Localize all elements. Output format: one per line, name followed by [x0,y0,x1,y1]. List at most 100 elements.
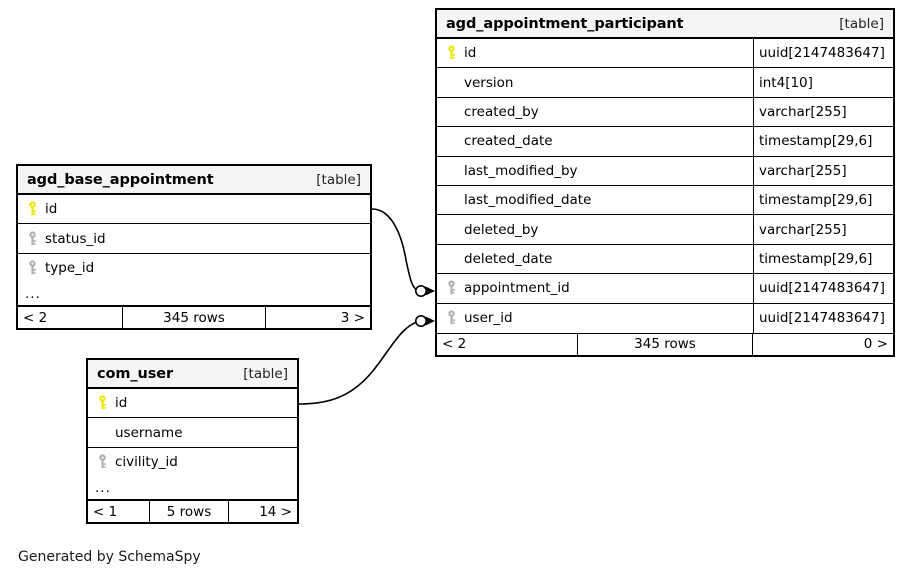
footer-prev-link[interactable]: < 2 [442,336,467,353]
column-name: last_modified_by [464,162,578,179]
column-name-cell: deleted_date [437,251,753,267]
column-name-cell: user_id [437,310,753,326]
generator-caption: Generated by SchemaSpy [18,549,201,565]
column-name-cell: appointment_id [437,280,753,296]
relationship-endpoint-circle-user-id [414,314,427,327]
table-header: agd_appointment_participant [table] [437,10,893,39]
column-name-cell: created_by [437,104,753,120]
er-table-agd-appointment-participant[interactable]: agd_appointment_participant [table] id uu… [435,8,895,357]
column-name-cell: type_id [18,260,370,276]
table-column-row[interactable]: version int4[10] [437,68,893,98]
column-name: created_by [464,103,539,120]
column-type-cell: timestamp[29,6] [753,185,893,215]
column-name: deleted_date [464,250,553,267]
footer-next-link[interactable]: 0 > [863,336,888,353]
column-name: status_id [45,230,106,247]
table-column-row[interactable]: id [18,195,370,225]
footer-row-count: 345 rows [122,307,266,329]
relationship-arrow-appointment-id [425,286,435,296]
column-name-cell: status_id [18,231,370,247]
table-title: agd_appointment_participant [446,15,684,32]
table-type-tag: [table] [243,365,288,382]
er-table-com-user[interactable]: com_user [table] id username civility_id .… [86,358,299,525]
column-name-cell: username [88,425,297,441]
column-type-cell: uuid[2147483647] [753,303,893,333]
foreign-key-icon [26,260,39,276]
column-name: id [115,395,128,412]
primary-key-icon [445,45,458,61]
column-name-cell: civility_id [88,454,297,470]
relationship-arrow-user-id [425,316,435,326]
column-name: type_id [45,260,95,277]
table-title: agd_base_appointment [27,171,214,188]
foreign-key-icon [445,310,458,326]
column-type-cell: timestamp[29,6] [753,127,893,156]
column-name-cell: last_modified_date [437,192,753,208]
table-footer: < 2 345 rows 0 > [437,332,893,355]
table-columns: id status_id type_id [18,195,370,283]
column-type-cell: timestamp[29,6] [753,244,893,274]
primary-key-icon [26,201,39,217]
column-name-cell: created_date [437,133,753,149]
column-type-cell: varchar[255] [753,156,893,185]
table-columns: id username civility_id [88,389,297,477]
table-column-row[interactable]: username [88,418,297,448]
footer-prev-link[interactable]: < 2 [23,309,48,326]
table-column-row[interactable]: id [88,389,297,419]
er-table-agd-base-appointment[interactable]: agd_base_appointment [table] id status_id… [16,164,372,331]
column-name: user_id [464,310,513,327]
foreign-key-icon [96,454,109,470]
table-header: com_user [table] [88,360,297,389]
foreign-key-icon [26,230,39,247]
column-type-cell: varchar[255] [753,97,893,127]
table-footer: < 2 345 rows 3 > [18,306,370,329]
column-name: username [115,424,183,441]
foreign-key-icon [445,280,458,296]
column-name-cell: deleted_by [437,222,753,238]
column-name: deleted_by [464,221,539,238]
table-truncated-indicator: ... [88,477,297,501]
table-column-row[interactable]: last_modified_date timestamp[29,6] [437,185,893,216]
footer-next-link[interactable]: 14 > [259,503,292,520]
table-column-row[interactable]: user_id uuid[2147483647] [437,303,893,333]
table-column-row[interactable]: deleted_by varchar[255] [437,215,893,245]
footer-prev-link[interactable]: < 1 [93,503,118,520]
primary-key-icon [96,395,109,411]
column-name: version [464,74,514,91]
column-type-cell: varchar[255] [753,215,893,244]
table-title: com_user [97,365,174,382]
table-column-row[interactable]: created_by varchar[255] [437,97,893,128]
column-name-cell: id [18,201,370,217]
column-name-cell: id [437,45,753,61]
column-name: civility_id [115,454,178,471]
footer-row-count: 5 rows [149,501,229,523]
table-column-row[interactable]: last_modified_by varchar[255] [437,156,893,186]
column-name: id [464,45,477,62]
column-name: id [45,201,58,218]
column-type-cell: uuid[2147483647] [753,274,893,303]
table-column-row[interactable]: created_date timestamp[29,6] [437,127,893,157]
column-name: last_modified_date [464,192,592,209]
table-header: agd_base_appointment [table] [18,166,370,195]
table-column-row[interactable]: status_id [18,224,370,254]
relationship-line-appointment-id [371,208,419,292]
column-name: created_date [464,133,553,150]
footer-next-link[interactable]: 3 > [340,309,365,326]
footer-row-count: 345 rows [577,333,753,355]
column-type-cell: int4[10] [753,68,893,97]
column-name-cell: last_modified_by [437,163,753,179]
column-name-cell: id [88,395,297,411]
table-footer: < 1 5 rows 14 > [88,500,297,523]
table-truncated-indicator: ... [18,283,370,307]
table-column-row[interactable]: type_id [18,254,370,283]
column-type-cell: uuid[2147483647] [753,39,893,68]
relationship-line-user-id [298,321,418,405]
table-column-row[interactable]: deleted_date timestamp[29,6] [437,244,893,275]
table-column-row[interactable]: id uuid[2147483647] [437,39,893,69]
table-column-row[interactable]: civility_id [88,448,297,477]
column-name-cell: version [437,75,753,91]
table-type-tag: [table] [316,171,361,188]
table-type-tag: [table] [839,15,884,32]
